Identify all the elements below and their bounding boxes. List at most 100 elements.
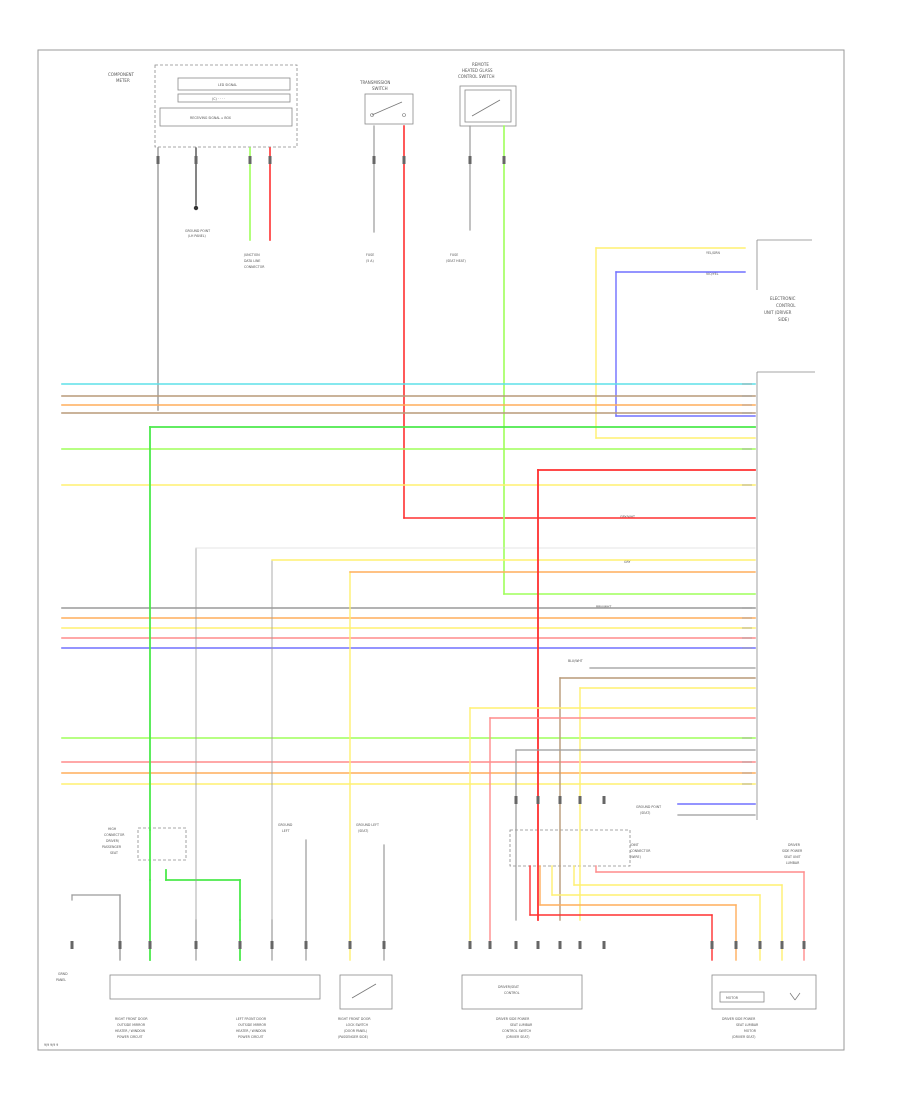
bottom-1-line-1: RIGHT FRONT DOOR (115, 1017, 148, 1021)
bottom-pin-8 (382, 941, 386, 949)
comp-top-left-inner-3 (159, 107, 293, 127)
bottom-pin-3 (194, 941, 198, 949)
bottom-box-2 (339, 974, 393, 1010)
bottom-pin-11 (514, 941, 518, 949)
comp-top-right-inner (464, 89, 512, 123)
right-top-wire-2: VIO/YEL (706, 272, 719, 276)
bottom-1-line-3: HEATER / WINDOW (115, 1029, 146, 1033)
wires-layer (61, 125, 805, 961)
comp-top-left-box-1: LED SIGNAL (218, 83, 237, 87)
comp-top-left-label-1: COMPONENT (108, 72, 134, 77)
bottom-pin-2 (148, 941, 152, 949)
diagram-frame (37, 49, 845, 1051)
joint-pin-3 (578, 796, 582, 804)
bottom-box-3 (461, 974, 583, 1010)
top-pin-7 (502, 156, 506, 164)
bottom-4-line-4: (DRIVER SEAT) (506, 1035, 529, 1039)
bottom-3-line-1: RIGHT FRONT DOOR (338, 1017, 371, 1021)
bottom-pin-12 (536, 941, 540, 949)
comp-top-left-box-3: RECEIVING SIGNAL ▫ BOX (190, 116, 232, 120)
bottom-pin-7 (348, 941, 352, 949)
fuse-2-sub: (SEAT HEAT) (446, 259, 466, 263)
ground-4-label: GROUND POINT (636, 805, 661, 809)
mid-label-2: GRY (624, 560, 630, 564)
comp-top-left-inner-1 (177, 77, 291, 91)
bottom-box-1 (109, 974, 321, 1000)
comp-top-left-box (154, 64, 298, 148)
ground-2-sub: LEFT (282, 829, 290, 833)
top-pin-3 (268, 156, 272, 164)
junction-1-label: JUNCTION (243, 253, 260, 257)
comp-top-left-label-2: METER (116, 78, 130, 83)
junction-3-sub-1: CONNECTOR (630, 849, 651, 853)
ground-3-label: GROUND LEFT (356, 823, 379, 827)
bottom-box-4 (711, 974, 817, 1010)
bottom-3-line-2: LOCK SWITCH (346, 1023, 369, 1027)
bottom-pin-13 (558, 941, 562, 949)
top-pin-6 (468, 156, 472, 164)
junction-2-sub-2: DRIVER/ (106, 839, 120, 843)
junction-2-box (137, 827, 187, 861)
bottom-2-line-4: POWER CIRCUIT (238, 1035, 264, 1039)
right-top-label-4: SIDE) (778, 317, 789, 322)
bottom-pin-16 (710, 941, 714, 949)
bottom-pin-15 (602, 941, 606, 949)
right-mid-label-2: SIDE POWER (782, 849, 803, 853)
bottom-2-line-3: HEATER / WINDOW (236, 1029, 267, 1033)
bottom-pin-14 (578, 941, 582, 949)
bottom-1-line-2: OUTSIDE MIRROR (117, 1023, 146, 1027)
top-terminal-labels: GROUND POINT (LH PANEL) JUNCTION DATA LI… (185, 229, 466, 269)
bottom-pin-20 (802, 941, 806, 949)
pins-layer (70, 156, 806, 949)
mid-label-3: GRY/WHT (620, 515, 635, 519)
bottom-3-line-4: (PASSENGER SIDE) (338, 1035, 368, 1039)
component-top-left: COMPONENT METER LED SIGNAL (C) · · · · R… (108, 64, 298, 148)
junction-1-sub-1: DATA LINE (244, 259, 260, 263)
bottom-4-line-2: SEAT LUMBAR (510, 1023, 533, 1027)
fuse-1-label: FUSE (366, 253, 374, 257)
component-right-top: ELECTRONIC CONTROL UNIT (DRIVER SIDE) YE… (706, 239, 815, 820)
motor-inner-box (719, 991, 765, 1003)
junction-2-sub-1: CONNECTOR (104, 833, 125, 837)
right-mid-label-4: LUMBAR (786, 861, 800, 865)
bottom-pin-19 (780, 941, 784, 949)
ground-4-sub: (SEAT) (640, 811, 650, 815)
bottom-5-line-4: (DRIVER SEAT) (732, 1035, 755, 1039)
top-pin-0 (156, 156, 160, 164)
comp-top-right-label-3: CONTROL SWITCH (458, 74, 495, 79)
junction-3-label: JOINT (629, 843, 639, 847)
right-top-label-1: ELECTRONIC (770, 296, 796, 301)
bottom-pin-6 (304, 941, 308, 949)
comp-top-mid-label-1: TRANSMISSION (359, 80, 390, 85)
ground-dot-1 (193, 205, 199, 211)
fuse-2-label: FUSE (450, 253, 458, 257)
top-pin-1 (194, 156, 198, 164)
mid-block-1: DRIVER/SEAT (498, 985, 519, 989)
comp-top-mid-box (364, 93, 414, 125)
comp-top-left-inner-2 (177, 93, 291, 103)
right-mid-label-1: DRIVER (788, 843, 801, 847)
top-pin-2 (248, 156, 252, 164)
ground-small-1: GRND (58, 972, 68, 976)
joint-pin-4 (602, 796, 606, 804)
bottom-5-line-2: SEAT LUMBAR (736, 1023, 759, 1027)
junction-2-sub-3: PASSENGER (102, 845, 122, 849)
component-remote-switch: REMOTE HEATED GLASS CONTROL SWITCH (458, 62, 517, 127)
bottom-pin-18 (758, 941, 762, 949)
mid-label-4: BLU/WHT (568, 659, 583, 663)
bottom-pin-4 (238, 941, 242, 949)
junction-3-box (509, 829, 631, 867)
right-top-label-2: CONTROL (776, 303, 796, 308)
component-transmission-switch: TRANSMISSION SWITCH (359, 80, 414, 125)
ground-1-sub: (LH PANEL) (188, 234, 206, 238)
joint-pin-1 (536, 796, 540, 804)
mid-block-2: CONTROL (504, 991, 520, 995)
comp-top-mid-label-2: SWITCH (372, 86, 388, 91)
bottom-3-line-3: (DOOR PANEL) (344, 1029, 367, 1033)
bottom-pin-17 (734, 941, 738, 949)
bottom-5-line-3: MOTOR (744, 1029, 757, 1033)
bottom-2-line-1: LEFT FRONT DOOR (236, 1017, 267, 1021)
comp-top-left-box-2: (C) · · · · (212, 97, 225, 101)
